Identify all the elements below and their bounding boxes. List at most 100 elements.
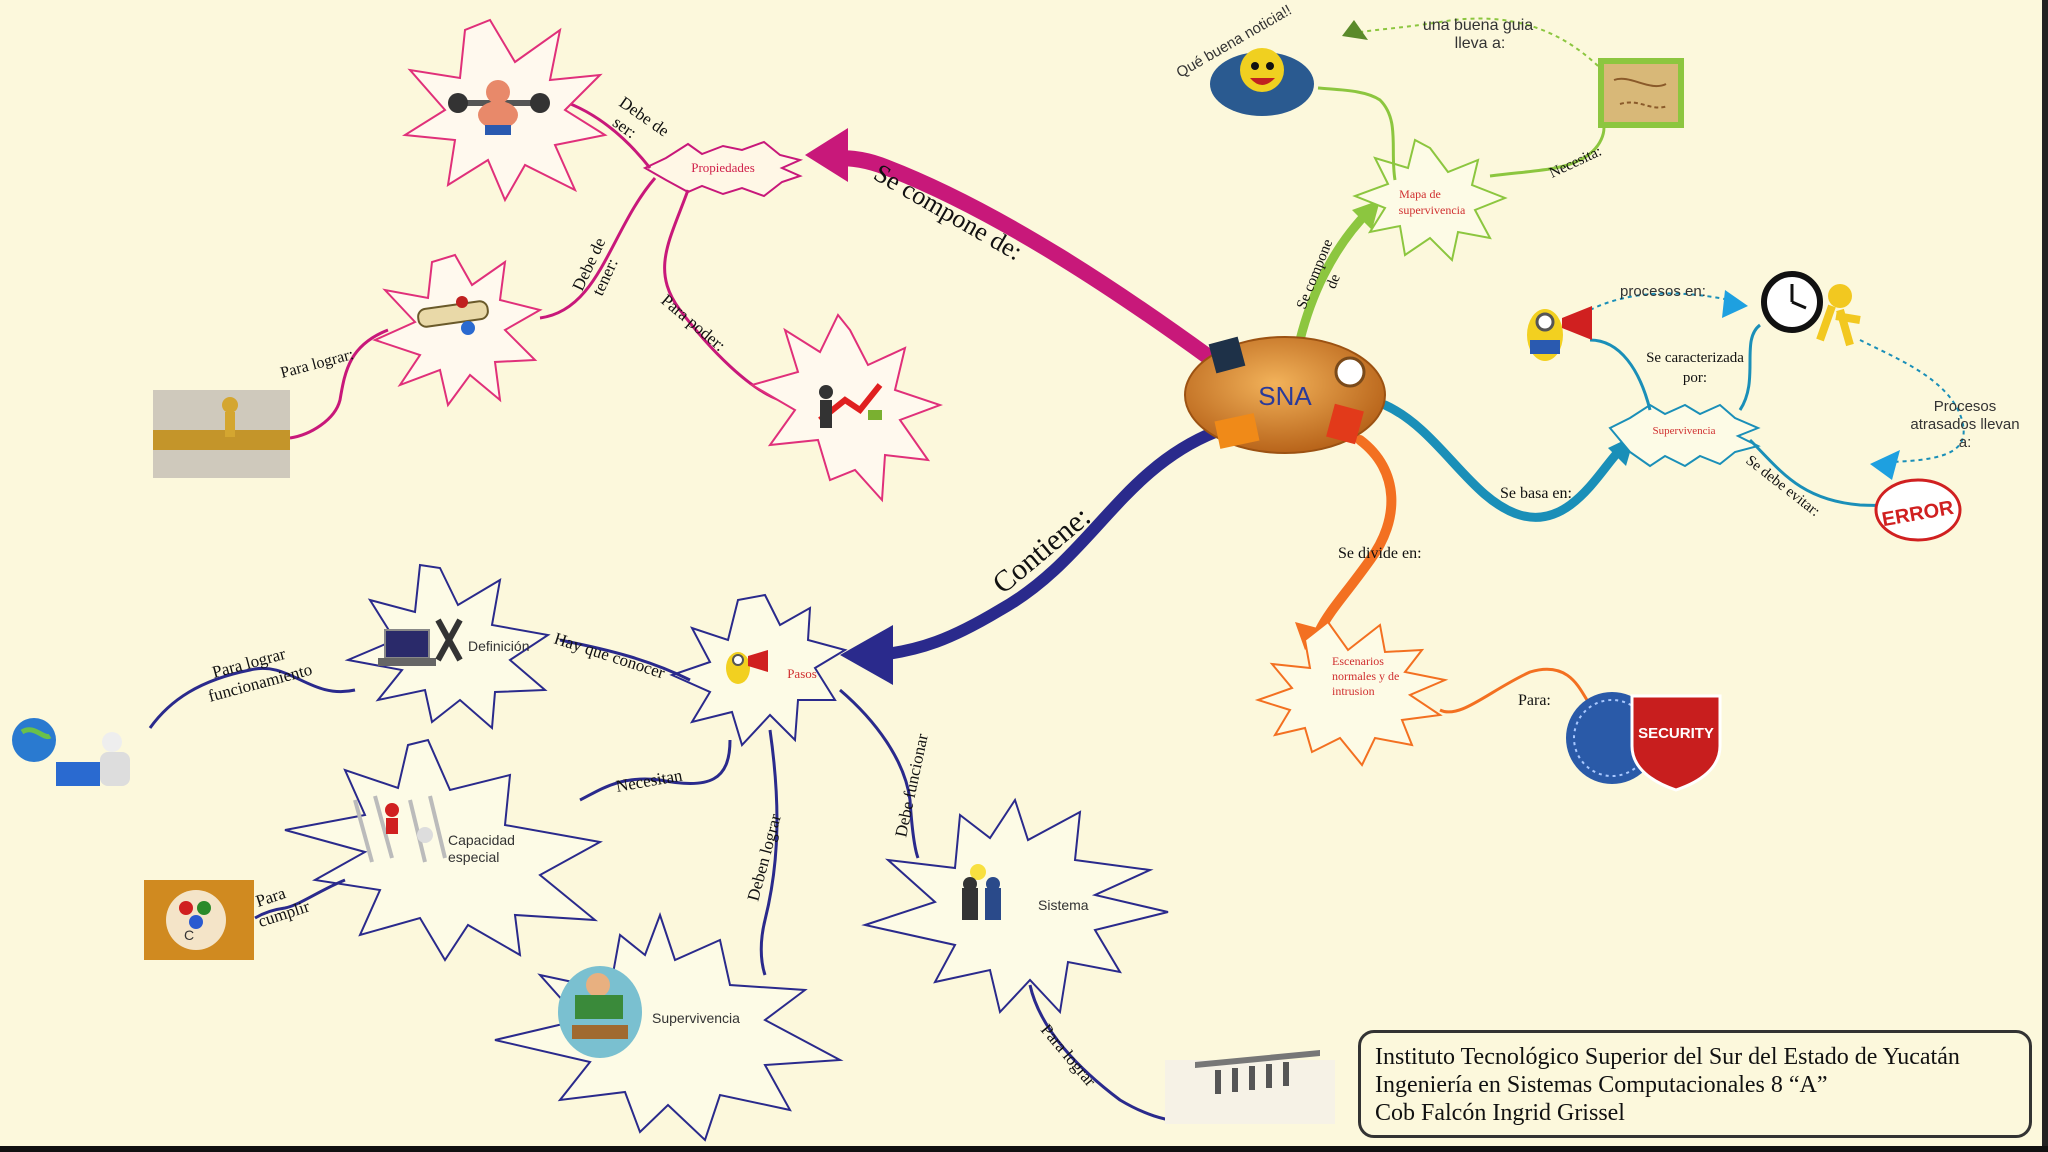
label-para: Para: <box>1518 692 1551 709</box>
label-hay-que-conocer: Hay que conocer <box>552 629 668 683</box>
label-deben-lograr: Deben lograr <box>744 812 786 903</box>
credits-box: Instituto Tecnológico Superior del Sur d… <box>1358 1030 2032 1138</box>
link-debe-funcionar <box>839 688 920 859</box>
node-supervivencia-right[interactable]: Supervivencia <box>1608 403 1761 468</box>
credits-career: Ingeniería en Sistemas Computacionales 8… <box>1375 1072 1828 1098</box>
link-necesitan <box>579 739 732 802</box>
supervivencia-right-label: Supervivencia <box>1653 425 1716 437</box>
happy-guy-icon[interactable]: Qué buena noticia!! <box>1174 2 1315 116</box>
link-para-lograr-1 <box>289 328 389 440</box>
ladder-climb-icon <box>353 795 447 863</box>
error-icon[interactable]: ERROR <box>1874 478 1962 542</box>
link-debe-de-tener <box>539 177 657 320</box>
survival-camp-icon <box>558 966 642 1058</box>
link-supervivencia-minion <box>1589 338 1652 411</box>
label-procesos-en: procesos en: <box>1620 283 1706 300</box>
label-para-poder: Para poder: <box>657 291 729 356</box>
pasos-label: Pasos <box>787 666 817 681</box>
node-pasos[interactable]: Pasos <box>669 593 848 747</box>
label-necesita: Necesita: <box>1547 144 1604 182</box>
branch-green <box>1295 205 1375 345</box>
link-para-cumplir <box>254 878 346 920</box>
link-buena-noticia <box>1317 86 1397 181</box>
label-buena-guia-2: lleva a: <box>1455 35 1506 52</box>
node-strength[interactable] <box>401 18 608 203</box>
bottom-edge-bar <box>0 1146 2048 1152</box>
label-debe-de-ser: Debe de ser: <box>609 93 672 142</box>
brain-letter: C <box>184 927 194 943</box>
node-supervivencia-bottom[interactable]: Supervivencia <box>494 912 844 1142</box>
book-icon-2 <box>1214 413 1260 449</box>
brain-head-image: C <box>144 880 254 960</box>
weightlifter-icon <box>448 80 550 135</box>
center-label: SNA <box>1258 381 1312 411</box>
procesos-atrasados-arrow <box>1870 450 1900 480</box>
procesos-en-arrow <box>1722 290 1748 318</box>
credits-author: Cob Falcón Ingrid Grissel <box>1375 1100 1625 1126</box>
label-buena-guia-1: una buena guia <box>1423 17 1533 34</box>
branch-se-compone-de-arrow <box>805 128 848 182</box>
sistema-label: Sistema <box>1038 897 1089 913</box>
globe-laptop-image <box>12 718 130 786</box>
label-procesos-atrasados-3: a: <box>1959 434 1972 451</box>
link-deben-lograr <box>759 729 779 976</box>
node-capacidad[interactable]: Capacidad especial <box>284 738 603 962</box>
label-se-caracterizada-1: Se caracterizada <box>1646 350 1744 366</box>
minion-icon <box>1527 306 1592 361</box>
link-buena-guia <box>1349 17 1599 67</box>
link-procesos-atrasados <box>1859 339 1965 463</box>
label-necesitan: Necesitan <box>614 766 684 796</box>
label-procesos-atrasados-1: Procesos <box>1934 398 1997 415</box>
label-se-debe-evitar: Se debe evitar: <box>1743 453 1823 520</box>
label-para-lograr-2: Para lograr <box>1037 1020 1100 1090</box>
growth-chart-icon <box>818 383 883 428</box>
link-necesita <box>1489 114 1606 178</box>
branch-se-divide-en <box>1315 435 1397 635</box>
escenarios-label-3: intrusion <box>1332 684 1375 698</box>
node-growth[interactable] <box>749 313 943 503</box>
node-mapa-supervivencia[interactable]: Mapa de supervivencia <box>1352 138 1508 263</box>
computer-tools-icon <box>378 618 463 666</box>
book-icon-3 <box>1326 403 1364 445</box>
node-escenarios[interactable]: Escenarios normales y de intrusion <box>1254 620 1449 767</box>
security-label: SECURITY <box>1638 725 1714 742</box>
right-edge-bar <box>2042 0 2048 1152</box>
link-hay-que-conocer <box>559 638 691 682</box>
coffee-icon <box>1334 356 1366 388</box>
branch-green-arrow <box>1352 200 1380 230</box>
mapa-label-2: supervivencia <box>1399 203 1466 217</box>
link-para-lograr-funcionamiento <box>148 666 356 729</box>
teamwork-bulb-icon <box>962 864 1001 920</box>
node-propiedades[interactable]: Propiedades <box>642 140 804 198</box>
minion-pasos-icon <box>726 650 768 684</box>
branch-se-compone-de <box>827 150 1218 366</box>
security-shield-image: SECURITY <box>1566 692 1722 792</box>
link-supervivencia-clock <box>1738 323 1762 411</box>
golden-bridge-image <box>153 390 290 478</box>
escenarios-label-1: Escenarios <box>1332 654 1384 668</box>
branch-contiene <box>874 426 1221 661</box>
label-se-divide-en: Se divide en: <box>1338 545 1422 562</box>
diploma-icon <box>417 296 489 335</box>
label-de: de <box>1324 272 1344 291</box>
treasure-map-image <box>1598 58 1684 128</box>
branch-se-basa-en <box>1380 400 1625 522</box>
link-para-lograr-2 <box>1028 984 1181 1124</box>
label-para-lograr-funcionamiento: Para lograr funcionamiento <box>206 644 314 706</box>
center-node[interactable]: SNA <box>1184 336 1386 454</box>
branch-contiene-arrow <box>840 625 893 685</box>
node-definicion[interactable]: Definición <box>344 563 551 731</box>
label-debe-de-tener: Debe de tener: <box>568 235 621 299</box>
label-se-compone-de: Se compone de: <box>869 158 1027 266</box>
credits-institution: Instituto Tecnológico Superior del Sur d… <box>1375 1044 1960 1070</box>
label-se-caracterizada-2: por: <box>1683 370 1707 386</box>
link-para <box>1439 667 1592 714</box>
link-para-poder <box>663 189 781 402</box>
node-diploma[interactable] <box>372 253 543 408</box>
buena-guia-arrow <box>1342 20 1368 40</box>
capacidad-label-2: especial <box>448 849 499 865</box>
mapa-label-1: Mapa de <box>1399 187 1441 201</box>
node-sistema[interactable]: Sistema <box>861 797 1169 1015</box>
